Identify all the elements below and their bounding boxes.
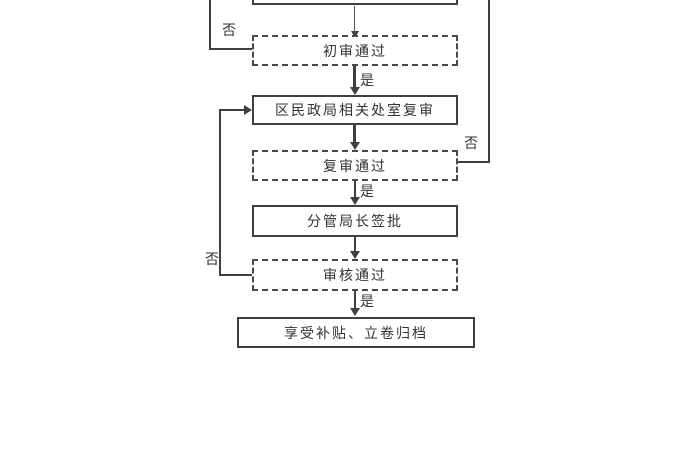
node-deputy-director-sign: 分管局长签批 (252, 205, 458, 237)
edge-label-yes-initial: 是 (360, 73, 374, 89)
edge-label-no-rereview: 否 (464, 136, 478, 152)
node-rereview-passed-label: 复审通过 (323, 158, 387, 175)
edge-audit-no-horizontal-bottom (219, 274, 252, 276)
edge-label-no-audit: 否 (205, 252, 219, 268)
node-audit-passed: 审核通过 (252, 259, 458, 291)
node-rereview-passed: 复审通过 (252, 150, 458, 181)
edge-audit-no-vertical (219, 109, 221, 276)
edge-rereview-no-horizontal (458, 161, 490, 163)
node-initial-review-passed: 初审通过 (252, 35, 458, 66)
edge-initial-yes-stem (353, 66, 356, 88)
edge-initial-no-vertical (209, 0, 211, 50)
node-initial-review-passed-label: 初审通过 (323, 43, 387, 60)
edge-top-to-initial-arrowhead (351, 31, 359, 38)
node-district-dept-rereview: 区民政局相关处室复审 (252, 95, 458, 125)
node-district-dept-rereview-label: 区民政局相关处室复审 (275, 103, 435, 119)
edge-audit-no-arrowhead (244, 105, 252, 115)
edge-sign-to-audit-stem (354, 237, 356, 252)
node-top-box (252, 0, 458, 5)
edge-initial-yes-arrowhead (350, 87, 360, 95)
edge-dept-to-rereview-stem (353, 125, 356, 143)
node-deputy-director-sign-label: 分管局长签批 (307, 214, 403, 230)
edge-top-to-initial-stem (354, 6, 355, 32)
edge-label-no-initial: 否 (222, 23, 236, 39)
edge-audit-no-horizontal-top (221, 109, 246, 111)
edge-audit-yes-stem (354, 291, 356, 309)
edge-dept-to-rereview-arrowhead (350, 142, 360, 150)
edge-rereview-no-vertical (488, 0, 490, 163)
node-audit-passed-label: 审核通过 (323, 268, 387, 284)
edge-rereview-yes-stem (354, 181, 356, 198)
edge-label-yes-audit: 是 (360, 294, 374, 310)
node-enjoy-subsidy-archive-label: 享受补贴、立卷归档 (284, 325, 428, 342)
edge-rereview-yes-arrowhead (350, 197, 360, 205)
edge-sign-to-audit-arrowhead (350, 251, 360, 259)
edge-audit-yes-arrowhead (350, 308, 360, 316)
node-enjoy-subsidy-archive: 享受补贴、立卷归档 (237, 317, 475, 348)
edge-label-yes-rereview: 是 (360, 184, 374, 200)
edge-initial-no-horizontal (209, 48, 252, 50)
